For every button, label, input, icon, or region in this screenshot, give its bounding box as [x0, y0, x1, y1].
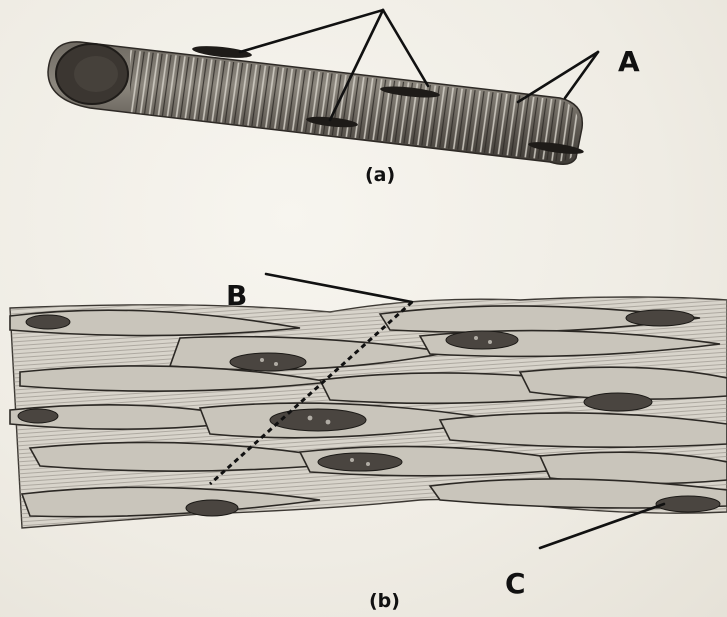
nucleus [626, 310, 694, 326]
nucleus [446, 331, 518, 349]
nucleus [186, 500, 238, 516]
skeletal-muscle-fiber [48, 10, 598, 164]
nucleus [230, 353, 306, 371]
nucleus [26, 315, 70, 329]
nucleus [656, 496, 720, 512]
fiber-striations [130, 50, 578, 161]
label-c: C [505, 570, 526, 598]
nucleus [270, 409, 366, 431]
pointer-line-b [266, 274, 412, 302]
nucleus [584, 393, 652, 411]
caption-fig-b: (b) [369, 592, 400, 611]
label-a: A [618, 48, 640, 76]
label-b: B [226, 282, 247, 310]
smooth-muscle-sheet [10, 274, 727, 548]
nucleus [318, 453, 402, 471]
caption-fig-a: (a) [365, 166, 395, 185]
nucleus [18, 409, 58, 423]
